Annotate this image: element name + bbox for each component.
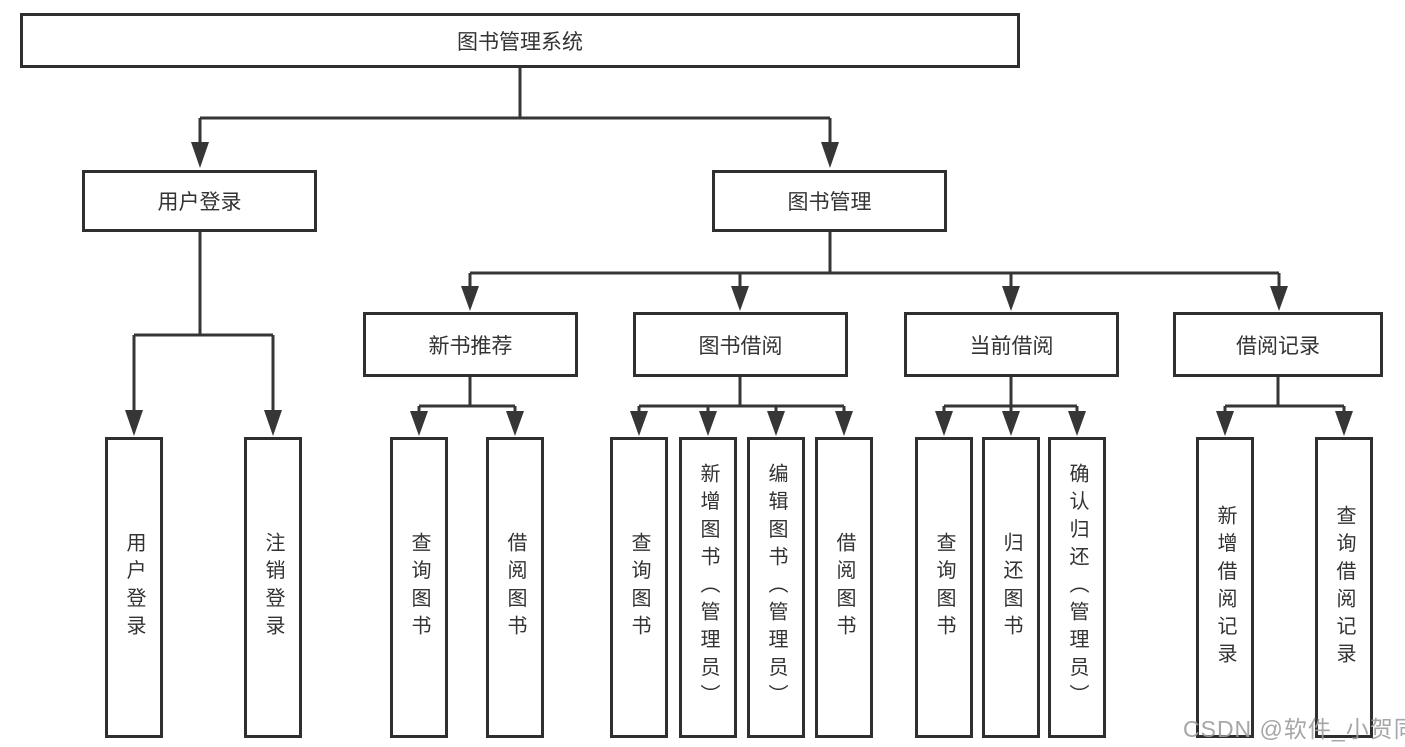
node-leaf-confirm-return-admin: 确认归还（管理员）	[1048, 437, 1106, 738]
node-label: 编辑图书（管理员）	[765, 463, 787, 712]
node-label: 新增图书（管理员）	[697, 463, 719, 712]
node-label: 查询图书	[933, 532, 955, 643]
node-label: 图书管理系统	[457, 30, 583, 54]
node-label: 用户登录	[123, 532, 145, 643]
node-borrowing-records: 借阅记录	[1173, 312, 1383, 377]
node-leaf-query-books-1: 查询图书	[390, 437, 448, 738]
node-user-login: 用户登录	[82, 170, 317, 232]
node-label: 借阅图书	[504, 532, 526, 643]
node-label: 查询图书	[408, 532, 430, 643]
node-label: 注销登录	[262, 532, 284, 643]
node-label: 借阅图书	[833, 532, 855, 643]
node-book-management: 图书管理	[712, 170, 947, 232]
node-label: 当前借阅	[969, 334, 1054, 358]
node-leaf-logout: 注销登录	[244, 437, 302, 738]
node-label: 用户登录	[157, 191, 242, 214]
node-label: 借阅记录	[1236, 334, 1320, 358]
node-label: 确认归还（管理员）	[1066, 463, 1088, 712]
node-leaf-add-books-admin: 新增图书（管理员）	[679, 437, 737, 738]
node-library-management-system: 图书管理系统	[20, 13, 1020, 68]
node-leaf-borrow-books-1: 借阅图书	[486, 437, 544, 738]
node-book-borrowing: 图书借阅	[633, 312, 848, 377]
node-label: 图书借阅	[698, 334, 783, 358]
node-label: 新增借阅记录	[1214, 504, 1236, 671]
node-leaf-edit-books-admin: 编辑图书（管理员）	[747, 437, 805, 738]
node-current-borrowing: 当前借阅	[904, 312, 1119, 377]
node-label: 归还图书	[1000, 532, 1022, 643]
node-label: 新书推荐	[428, 334, 513, 358]
node-leaf-return-books: 归还图书	[982, 437, 1040, 738]
node-leaf-user-login: 用户登录	[105, 437, 163, 738]
watermark: CSDN @软件_小贺同学	[1183, 716, 1405, 742]
node-leaf-add-borrow-record: 新增借阅记录	[1196, 437, 1254, 738]
node-label: 查询借阅记录	[1333, 504, 1355, 671]
node-new-book-recommendation: 新书推荐	[363, 312, 578, 377]
node-label: 查询图书	[628, 532, 650, 643]
node-leaf-query-borrow-record: 查询借阅记录	[1315, 437, 1373, 738]
arrowheads	[125, 142, 1353, 436]
node-leaf-borrow-books-2: 借阅图书	[815, 437, 873, 738]
node-leaf-query-books-2: 查询图书	[610, 437, 668, 738]
node-label: 图书管理	[787, 191, 872, 214]
node-leaf-query-books-3: 查询图书	[915, 437, 973, 738]
